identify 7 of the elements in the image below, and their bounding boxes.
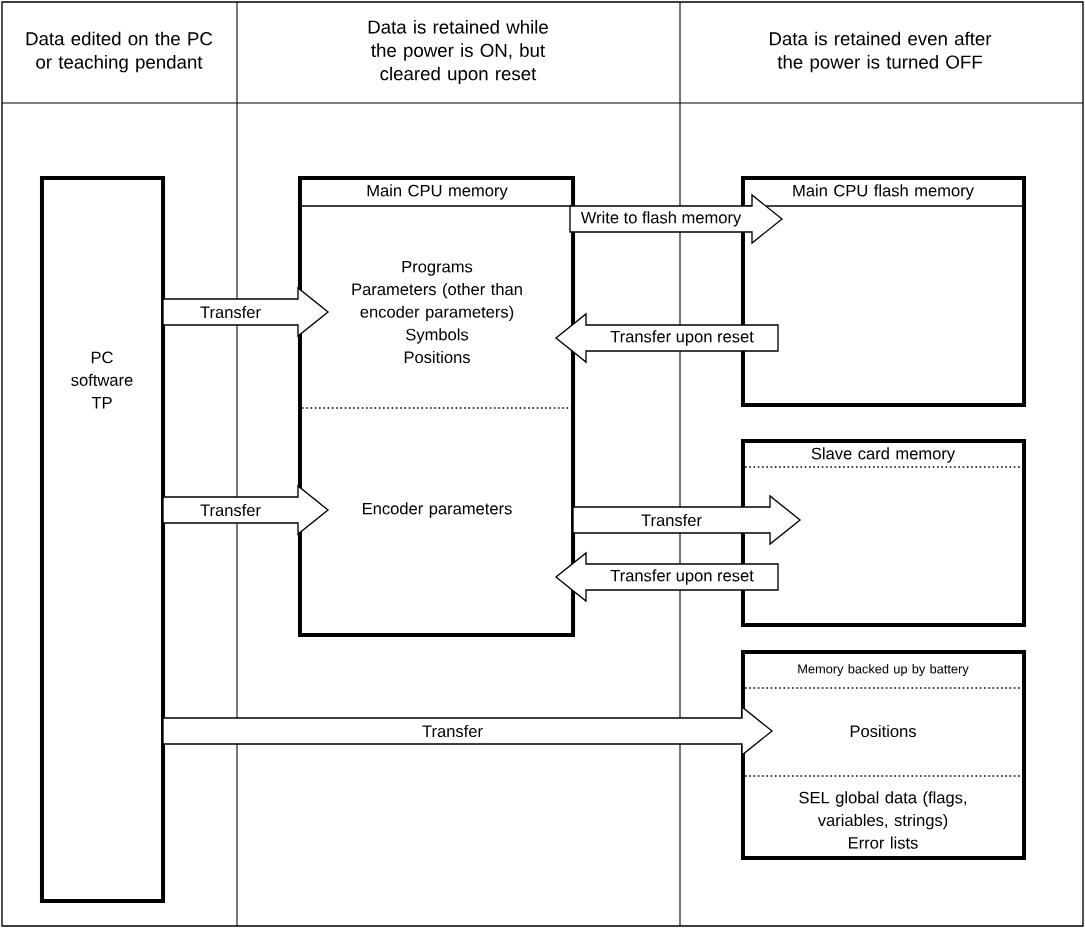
column-header: Data is retained while the power is ON, but cleared upon reset: [368, 19, 548, 85]
block-arrow: [162, 705, 774, 757]
source-box: PC software TP: [39, 176, 166, 903]
memory-box: Memory backed up by battery Positions SEL global data (flags, variables, strings) Error lists: [740, 650, 1027, 860]
column-header: Data edited on the PC or teaching pendant: [26, 31, 213, 73]
column-header: Data is retained even after the power is turned OFF: [770, 31, 992, 73]
memory-box: Main CPU memory Programs Parameters (other than encoder parameters) Symbols Positions Encoder parameters: [297, 175, 576, 638]
